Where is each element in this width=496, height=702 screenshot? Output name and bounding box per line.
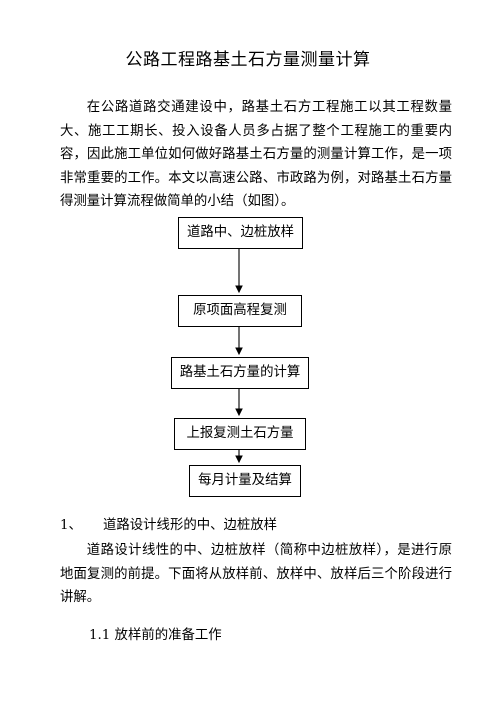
- subsection-1-1-heading: 1.1 放样前的准备工作: [89, 628, 222, 643]
- intro-paragraph: 在公路道路交通建设中，路基土石方工程施工以其工程数量大、施工工期长、投入设备人员…: [60, 100, 452, 209]
- section-1-paragraph: 道路设计线性的中、边桩放样（简称中边桩放样），是进行原地面复测的前提。下面将从放…: [60, 543, 452, 605]
- flow-step-1: 道路中、边桩放样: [178, 217, 303, 249]
- flow-step-2: 原项面高程复测: [178, 295, 302, 327]
- flow-step-4: 上报复测土石方量: [174, 418, 306, 450]
- section-1-heading: 1、 道路设计线形的中、边桩放样: [60, 515, 277, 537]
- flow-step-3: 路基土石方量的计算: [171, 357, 309, 389]
- flow-step-5: 每月计量及结算: [189, 465, 301, 497]
- section-1-number: 1、: [60, 518, 82, 533]
- document-title: 公路工程路基土石方量测量计算: [125, 50, 371, 70]
- section-1-title: 道路设计线形的中、边桩放样: [103, 518, 278, 533]
